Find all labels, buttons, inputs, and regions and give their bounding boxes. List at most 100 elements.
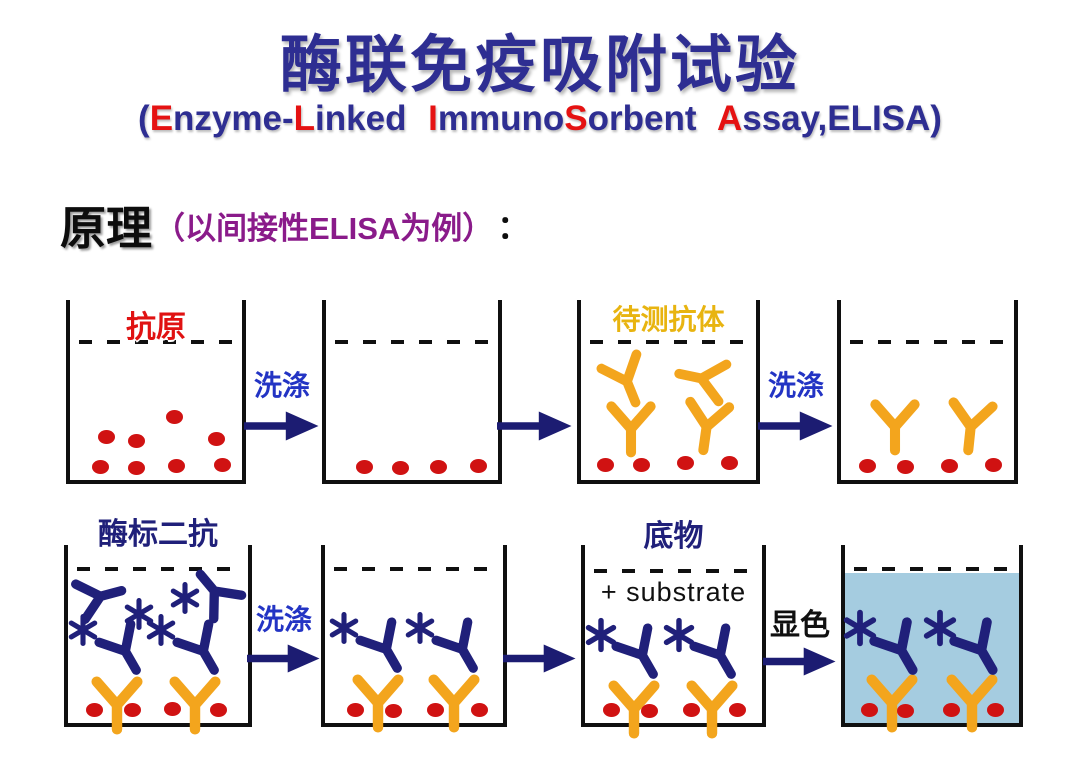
subtitle-segment: ( [138,99,150,138]
antigen-dot [897,460,914,474]
antibody-y-icon [675,392,738,455]
antigen-dot [987,703,1004,717]
well-test-antibody: 待测抗体 [577,300,760,484]
colored-solution [845,573,1019,723]
antigen-dot [470,459,487,473]
liquid-level-dashes [79,340,233,344]
enzyme-asterisk-icon [585,619,617,651]
antigen-dot [941,459,958,473]
well-washed-antigen [322,300,502,484]
antigen-dot [208,432,225,446]
subtitle-segment: I [428,99,438,138]
enzyme-asterisk-icon [170,583,200,613]
antibody-y-icon [603,398,659,454]
antigen-dot [168,459,185,473]
well-bound-antibody [837,300,1018,484]
subtitle-segment: orbent [587,99,717,138]
antibody-enzyme-complex [677,629,749,735]
well-washed-complex [321,545,507,727]
principle-line: 原理 （以间接性ELISA为例） ： [60,192,529,258]
antigen-dot [683,703,700,717]
antigen-dot [430,460,447,474]
subtitle-segment: ssay,ELISA) [742,99,942,138]
subtitle-segment: L [293,99,316,138]
enzyme-asterisk-icon [663,619,695,651]
page-subtitle: (Enzyme-Linked ImmunoSorbent Assay,ELISA… [0,99,1080,139]
subtitle-segment: E [149,99,174,138]
antigen-dot [729,703,746,717]
liquid-level-dashes [335,340,489,344]
antigen-dot [943,703,960,717]
color-development-label: 显色 [770,609,830,642]
antigen-dot [392,461,409,475]
antigen-dot [214,458,231,472]
antibody-enzyme-complex [599,629,671,735]
antigen-dot [471,703,488,717]
antigen-dot [356,460,373,474]
subtitle-segment: S [564,99,588,138]
antigen-dot [164,702,181,716]
antigen-dot [641,704,658,718]
antigen-label: 抗原 [126,311,186,344]
step-arrow-icon [503,644,576,673]
antigen-dot [128,434,145,448]
step-arrow-icon [758,411,833,441]
subtitle-segment: A [716,99,743,138]
step-arrow-icon [497,411,572,441]
antibody-y-icon [940,393,1002,455]
liquid-level-dashes [594,569,753,573]
antigen-dot [633,458,650,472]
principle-colon: ： [497,209,530,245]
enzyme-secondary-label: 酶标二抗 [98,518,218,551]
wash-step-label: 洗涤 [253,370,310,401]
antigen-dot [92,460,109,474]
antigen-dot [859,459,876,473]
well-enzyme-secondary: 酶标二抗 [64,518,252,727]
page-title: 酶联免疫吸附试验 [279,31,800,100]
liquid-level-dashes [334,567,494,571]
substrate-label-cn: 底物 [643,520,704,553]
enzyme-asterisk-icon [68,615,98,645]
well-antigen-coating: 抗原 [66,300,246,484]
well-color-reaction [841,545,1023,727]
liquid-level-dashes [77,567,239,571]
antigen-dot [347,703,364,717]
enzyme-asterisk-icon [405,613,435,643]
subtitle-segment: inked [315,99,429,138]
antigen-dot [861,703,878,717]
antigen-dot [985,458,1002,472]
antigen-dot [128,461,145,475]
antigen-dot [86,703,103,717]
antigen-dot [385,704,402,718]
antigen-dot [166,410,183,424]
principle-note: （以间接性ELISA为例） [154,210,494,246]
test-antibody-label: 待测抗体 [612,304,725,335]
wash-step-label: 洗涤 [255,604,312,635]
subtitle-segment: nzyme- [173,99,294,138]
antigen-dot [897,704,914,718]
enzyme-asterisk-icon [146,615,176,645]
antigen-dot [603,703,620,717]
enzyme-asterisk-icon [843,611,877,645]
enzyme-asterisk-icon [923,611,957,645]
substrate-label-en: + substrate [600,577,747,607]
step-arrow-icon [244,411,319,441]
enzyme-asterisk-icon [329,613,359,643]
step-arrow-icon [763,647,836,676]
step-arrow-icon [247,644,320,673]
principle-heading: 原理 [60,202,152,254]
antigen-dot [98,430,115,444]
subtitle-segment: mmuno [437,99,565,138]
antigen-dot [210,703,227,717]
antigen-dot [597,458,614,472]
antigen-dot [427,703,444,717]
antigen-dot [124,703,141,717]
antibody-y-icon [867,396,923,452]
wash-step-label: 洗涤 [767,370,824,401]
liquid-level-dashes [854,567,1010,571]
antigen-dot [677,456,694,470]
antigen-dot [721,456,738,470]
well-substrate: 底物 + substrate [581,520,766,727]
liquid-level-dashes [590,340,747,344]
